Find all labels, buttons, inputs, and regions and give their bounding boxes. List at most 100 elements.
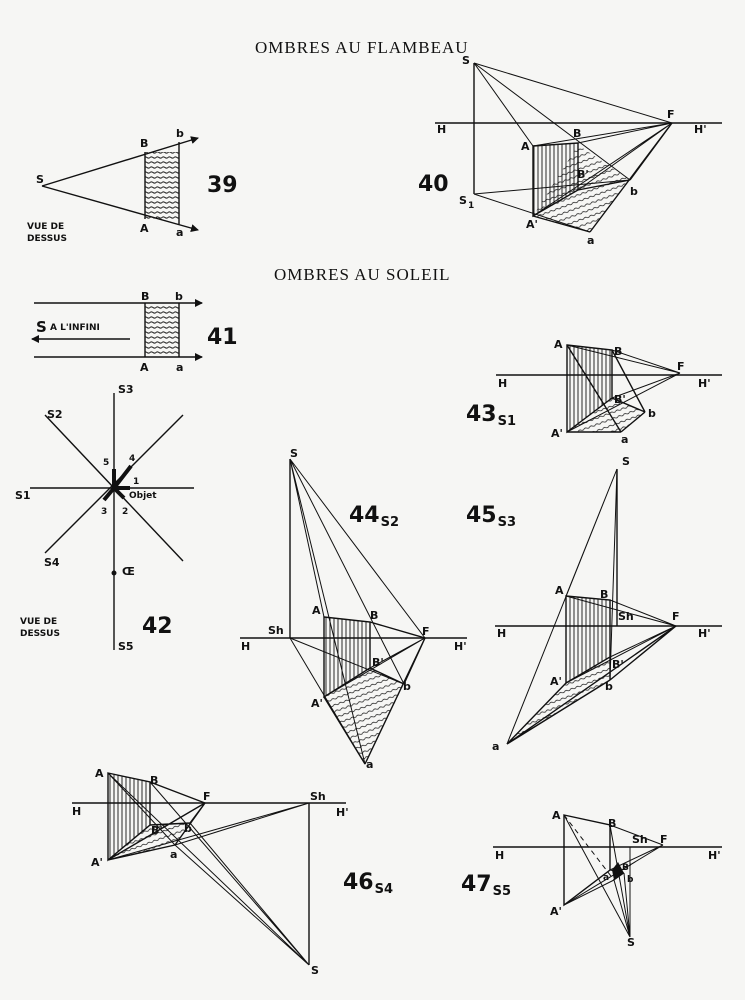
- label-f: F: [672, 610, 680, 623]
- label-b: B: [608, 817, 616, 830]
- label-h-prime: H': [694, 123, 707, 136]
- label-2: 2: [122, 507, 128, 517]
- label-s1: S: [459, 194, 467, 207]
- label-b: B: [573, 127, 581, 140]
- label-a-lower: a: [621, 433, 628, 446]
- label-a: A: [555, 584, 564, 597]
- figure-number-40: 40: [418, 172, 449, 197]
- label-1: 1: [133, 477, 139, 487]
- label-a-lower: a: [176, 361, 183, 374]
- label-5: 5: [103, 458, 109, 468]
- label-s: S: [311, 964, 319, 977]
- figure-number-44: 44S2: [349, 503, 400, 530]
- label-s5: S5: [118, 640, 134, 653]
- figure-43: A B F H H' B' b A' a: [496, 338, 722, 446]
- title-soleil: OMBRES AU SOLEIL: [274, 265, 451, 284]
- label-s: S: [36, 173, 44, 186]
- label-b-lower: b: [630, 185, 638, 198]
- label-a: A: [95, 767, 104, 780]
- figure-number-47: 47S5: [461, 872, 512, 899]
- figure-42: S3 S2 S1 S4 S5 Œ Objet 4 5 1 3 2 VUE DE …: [15, 383, 194, 653]
- label-b-lower: b: [176, 127, 184, 140]
- label-a: A: [140, 222, 149, 235]
- label-b-lower: b: [403, 680, 411, 693]
- label-b: B: [140, 137, 148, 150]
- label-h-prime: H': [336, 806, 349, 819]
- label-b-prime: B': [614, 393, 626, 406]
- figure-number-45: 45S3: [466, 503, 517, 530]
- label-h: H: [72, 805, 81, 818]
- figure-number-43: 43S1: [466, 402, 517, 429]
- label-b: B: [150, 774, 158, 787]
- label-oeil: Œ: [122, 565, 135, 578]
- figure-45: S A B Sh F H H' B' b A' a: [492, 455, 722, 753]
- label-a-prime: A': [550, 675, 562, 688]
- label-h: H: [437, 123, 446, 136]
- label-s1: S1: [15, 489, 31, 502]
- label-f: F: [422, 625, 430, 638]
- label-a-l-infini: A L'INFINI: [50, 323, 100, 333]
- label-a: A: [312, 604, 321, 617]
- figure-47: A B Sh F H H' a B' b A' S: [493, 809, 722, 949]
- label-a: A: [552, 809, 561, 822]
- label-s1-sub: 1: [468, 201, 474, 211]
- label-sh: Sh: [310, 790, 326, 803]
- label-a-lower: a: [587, 234, 594, 247]
- label-s: S: [462, 54, 470, 67]
- label-a-prime: A': [526, 218, 538, 231]
- label-a-lower: a: [492, 740, 499, 753]
- label-s: S: [622, 455, 630, 468]
- label-b-lower: b: [175, 290, 183, 303]
- label-h-prime: H': [708, 849, 721, 862]
- label-s: S: [36, 318, 47, 336]
- label-b-lower: b: [605, 680, 613, 693]
- label-a-lower: a: [366, 758, 373, 771]
- label-vue-de: VUE DE: [27, 222, 64, 232]
- label-f: F: [660, 833, 668, 846]
- figure-number-41: 41: [207, 325, 238, 350]
- label-3: 3: [101, 507, 107, 517]
- figure-40: S H H' F A B B' A' b a S 1: [435, 54, 722, 247]
- label-sh: Sh: [268, 624, 284, 637]
- figure-number-42: 42: [142, 614, 173, 639]
- label-a: A: [140, 361, 149, 374]
- label-sh: Sh: [618, 610, 634, 623]
- label-a-prime: A': [550, 905, 562, 918]
- label-s4: S4: [44, 556, 60, 569]
- label-h: H: [495, 849, 504, 862]
- label-4: 4: [129, 454, 135, 464]
- label-a-lower: a: [603, 873, 609, 883]
- label-b: B: [614, 345, 622, 358]
- label-b-lower: b: [648, 407, 656, 420]
- label-s2: S2: [47, 408, 63, 421]
- label-a-prime: A': [91, 856, 103, 869]
- label-h-prime: H': [698, 627, 711, 640]
- label-b-prime: B': [612, 658, 624, 671]
- figure-44: S Sh H H' F A B B' b A' a: [240, 447, 467, 771]
- figure-number-39: 39: [207, 173, 238, 198]
- label-b-prime: B': [622, 863, 632, 873]
- title-flambeau: OMBRES AU FLAMBEAU: [255, 38, 469, 57]
- label-h: H: [497, 627, 506, 640]
- label-objet: Objet: [129, 491, 157, 501]
- label-sh: Sh: [632, 833, 648, 846]
- label-s3: S3: [118, 383, 134, 396]
- label-b: B: [370, 609, 378, 622]
- label-dessus: DESSUS: [20, 629, 60, 639]
- label-h: H: [498, 377, 507, 390]
- label-b-lower: b: [627, 875, 634, 885]
- label-s: S: [627, 936, 635, 949]
- label-dessus: DESSUS: [27, 234, 67, 244]
- label-a-lower: a: [176, 226, 183, 239]
- label-f: F: [667, 108, 675, 121]
- label-h-prime: H': [454, 640, 467, 653]
- label-b-prime: B': [577, 168, 589, 181]
- label-b-prime: B': [151, 824, 163, 837]
- label-b-lower: b: [184, 822, 192, 835]
- label-a: A: [554, 338, 563, 351]
- label-a-prime: A': [311, 697, 323, 710]
- figure-number-46: 46S4: [343, 870, 394, 897]
- label-h: H: [241, 640, 250, 653]
